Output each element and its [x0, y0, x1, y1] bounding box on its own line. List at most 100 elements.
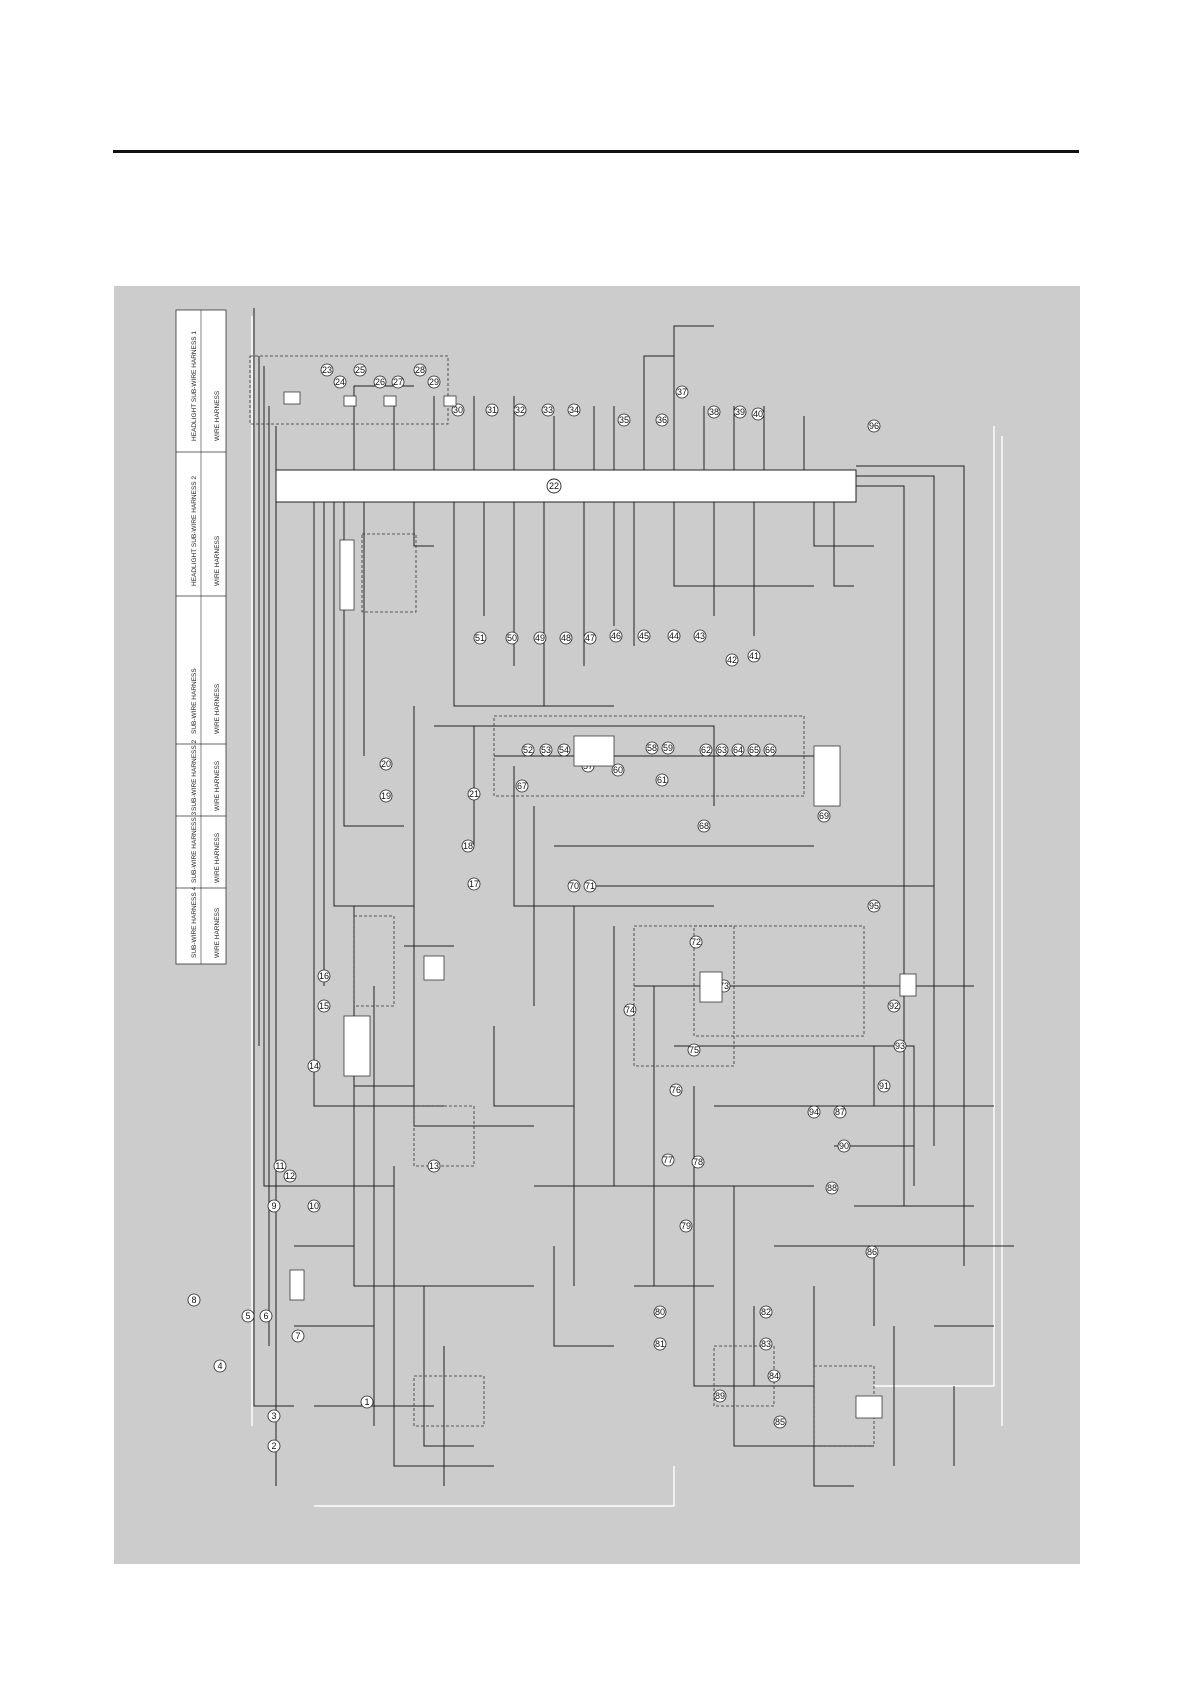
- svg-text:82: 82: [761, 1307, 771, 1317]
- svg-text:67: 67: [517, 781, 527, 791]
- component-94: 94: [807, 1105, 821, 1119]
- component-34: 34: [567, 403, 581, 417]
- legend-g6-right: WIRE HARNESS: [214, 907, 221, 958]
- component-83: 83: [759, 1337, 773, 1351]
- svg-text:86: 86: [867, 1247, 877, 1257]
- svg-text:19: 19: [381, 791, 391, 801]
- legend-g2-right: WIRE HARNESS: [214, 535, 221, 586]
- svg-text:WIRE HARNESS: WIRE HARNESS: [214, 760, 221, 811]
- svg-text:25: 25: [355, 365, 365, 375]
- legend-g4-left: SUB-WIRE HARNESS 2: [191, 739, 198, 811]
- svg-text:63: 63: [717, 745, 727, 755]
- component-32: 32: [513, 403, 527, 417]
- component-callouts: 1 2 3 4 5 6 7 8 9 10 11 12 13 14 15 16 1…: [187, 363, 907, 1453]
- svg-text:37: 37: [677, 387, 687, 397]
- component-60: 60: [611, 763, 625, 777]
- component-69: 69: [817, 809, 831, 823]
- svg-text:72: 72: [691, 937, 701, 947]
- svg-text:77: 77: [663, 1155, 673, 1165]
- wiring: [251, 308, 1014, 1507]
- svg-text:60: 60: [613, 765, 623, 775]
- component-23: 23: [320, 363, 334, 377]
- svg-text:93: 93: [895, 1041, 905, 1051]
- legend: HEADLIGHT SUB-WIRE HARNESS 1 WIRE HARNES…: [175, 309, 227, 965]
- component-48: 48: [559, 631, 573, 645]
- component-72: 72: [689, 935, 703, 949]
- component-61: 61: [655, 773, 669, 787]
- svg-text:21: 21: [469, 789, 479, 799]
- component-44: 44: [667, 629, 681, 643]
- svg-text:58: 58: [647, 743, 657, 753]
- component-24: 24: [333, 375, 347, 389]
- svg-text:SUB-WIRE HARNESS 3: SUB-WIRE HARNESS 3: [191, 811, 198, 883]
- svg-text:47: 47: [585, 633, 595, 643]
- legend-g1-right: WIRE HARNESS: [214, 390, 221, 441]
- component-4: 4: [213, 1359, 227, 1373]
- component-54: 54: [557, 743, 571, 757]
- component-62: 62: [699, 743, 713, 757]
- svg-text:65: 65: [749, 745, 759, 755]
- svg-text:11: 11: [275, 1161, 284, 1171]
- component-16: 16: [317, 969, 331, 983]
- svg-text:44: 44: [669, 631, 679, 641]
- svg-text:70: 70: [569, 881, 579, 891]
- svg-text:85: 85: [775, 1417, 785, 1427]
- component-80: 80: [653, 1305, 667, 1319]
- component-19: 19: [379, 789, 393, 803]
- svg-text:15: 15: [319, 1001, 329, 1011]
- svg-text:WIRE HARNESS: WIRE HARNESS: [214, 832, 221, 883]
- component-36: 36: [655, 413, 669, 427]
- component-85: 85: [773, 1415, 787, 1429]
- component-84: 84: [767, 1369, 781, 1383]
- component-17: 17: [467, 877, 481, 891]
- svg-text:10: 10: [309, 1201, 319, 1211]
- svg-text:46: 46: [611, 631, 621, 641]
- component-2: 2: [267, 1439, 281, 1453]
- component-51: 51: [473, 631, 487, 645]
- svg-text:40: 40: [753, 409, 763, 419]
- legend-g5-right: WIRE HARNESS: [214, 832, 221, 883]
- svg-text:6: 6: [263, 1311, 268, 1321]
- component-31: 31: [485, 403, 499, 417]
- svg-text:14: 14: [309, 1061, 319, 1071]
- component-59: 59: [661, 741, 675, 755]
- component-21: 21: [467, 787, 481, 801]
- component-70: 70: [567, 879, 581, 893]
- component-68: 68: [697, 819, 711, 833]
- svg-text:18: 18: [463, 841, 473, 851]
- wiring-diagram-panel: HEADLIGHT SUB-WIRE HARNESS 1 WIRE HARNES…: [114, 286, 1080, 1564]
- legend-g2-left: HEADLIGHT SUB-WIRE HARNESS 2: [191, 476, 198, 586]
- component-52: 52: [521, 743, 535, 757]
- svg-text:12: 12: [285, 1171, 295, 1181]
- svg-text:61: 61: [657, 775, 667, 785]
- svg-text:42: 42: [727, 655, 737, 665]
- connectors: [283, 391, 917, 1419]
- component-12: 12: [283, 1169, 297, 1183]
- component-95: 95: [867, 899, 881, 913]
- svg-text:5: 5: [245, 1311, 250, 1321]
- main-control-unit: 22: [275, 469, 857, 503]
- svg-text:73: 73: [719, 981, 729, 991]
- svg-text:SUB-WIRE HARNESS 4: SUB-WIRE HARNESS 4: [191, 886, 198, 958]
- component-87: 87: [833, 1105, 847, 1119]
- component-27: 27: [391, 375, 405, 389]
- svg-text:43: 43: [695, 631, 705, 641]
- svg-text:48: 48: [561, 633, 571, 643]
- svg-text:WIRE HARNESS: WIRE HARNESS: [214, 535, 221, 586]
- svg-text:30: 30: [453, 405, 463, 415]
- component-77: 77: [661, 1153, 675, 1167]
- svg-text:7: 7: [295, 1331, 300, 1341]
- svg-text:84: 84: [769, 1371, 779, 1381]
- svg-text:62: 62: [701, 745, 711, 755]
- svg-text:96: 96: [869, 421, 879, 431]
- svg-text:91: 91: [879, 1081, 889, 1091]
- svg-text:90: 90: [839, 1141, 849, 1151]
- component-67: 67: [515, 779, 529, 793]
- component-9: 9: [267, 1199, 281, 1213]
- svg-text:74: 74: [625, 1005, 635, 1015]
- svg-text:8: 8: [191, 1295, 196, 1305]
- component-26: 26: [373, 375, 387, 389]
- component-11: 11: [273, 1159, 287, 1173]
- svg-text:WIRE HARNESS: WIRE HARNESS: [214, 390, 221, 441]
- component-78: 78: [691, 1155, 705, 1169]
